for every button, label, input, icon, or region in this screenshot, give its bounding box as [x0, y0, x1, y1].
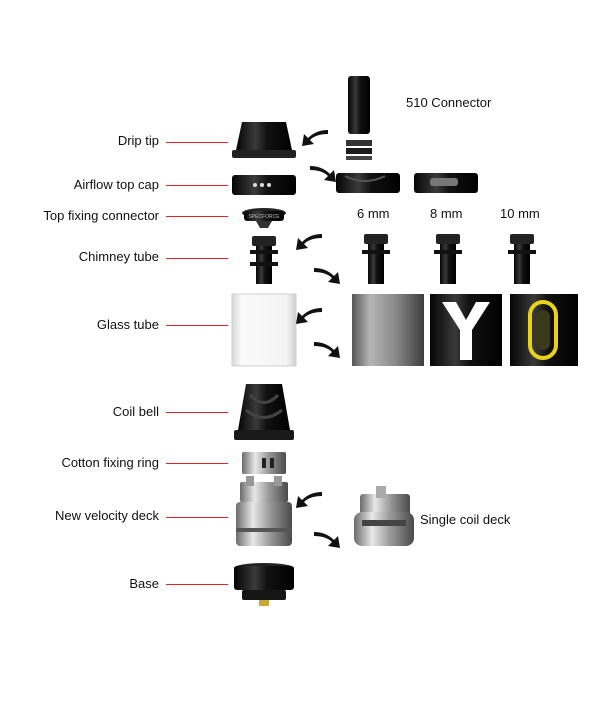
label-top-fixing-connector: Top fixing connector: [43, 208, 159, 223]
label-chimney-tube: Chimney tube: [78, 249, 159, 264]
cotton-fixing-ring-part: [242, 452, 286, 474]
chimney-tube-part: [250, 236, 278, 284]
label-base: Base: [129, 576, 159, 591]
label-size-8mm: 8 mm: [430, 206, 463, 221]
leader-base: [166, 584, 228, 585]
leader-coil-bell: [166, 412, 228, 413]
label-coil-bell: Coil bell: [112, 404, 159, 419]
chimney-tube-10mm: [508, 234, 536, 284]
label-size-6mm: 6 mm: [357, 206, 390, 221]
coil-bell-part: [234, 384, 294, 440]
connector-510-part: [346, 76, 372, 160]
single-coil-deck-part: [354, 486, 414, 546]
curved-arrow-icon: [310, 166, 340, 548]
leader-airflow-top-cap: [166, 185, 228, 186]
glass-tube-y-logo: [430, 294, 502, 366]
label-new-velocity-deck: New velocity deck: [54, 508, 159, 523]
velocity-deck-part: [236, 476, 292, 546]
label-airflow-top-cap: Airflow top cap: [73, 177, 159, 192]
chimney-tube-6mm: [362, 234, 390, 284]
base-part: [234, 563, 294, 606]
engraving-text: SPECFORCE: [248, 214, 280, 220]
leader-top-fixing-connector: [166, 216, 228, 217]
drip-tip-part: [232, 122, 296, 158]
leader-chimney-tube: [166, 258, 228, 259]
airflow-top-cap-part: [232, 173, 478, 195]
leader-new-velocity-deck: [166, 517, 228, 518]
glass-tube-part: [231, 293, 297, 367]
glass-tube-mesh: [352, 294, 424, 366]
leader-glass-tube: [166, 325, 228, 326]
leader-cotton-fixing-ring: [166, 463, 228, 464]
label-size-10mm: 10 mm: [500, 206, 540, 221]
label-single-coil-deck: Single coil deck: [420, 512, 511, 527]
label-drip-tip: Drip tip: [117, 133, 159, 148]
top-fixing-connector-part: SPECFORCE: [242, 208, 286, 228]
chimney-tube-8mm: [434, 234, 462, 284]
leader-drip-tip: [166, 142, 228, 143]
label-cotton-fixing-ring: Cotton fixing ring: [61, 455, 159, 470]
glass-tube-window: [510, 294, 578, 366]
label-510-connector: 510 Connector: [406, 95, 492, 110]
label-glass-tube: Glass tube: [96, 317, 159, 332]
curved-arrow-icon: [296, 130, 328, 508]
